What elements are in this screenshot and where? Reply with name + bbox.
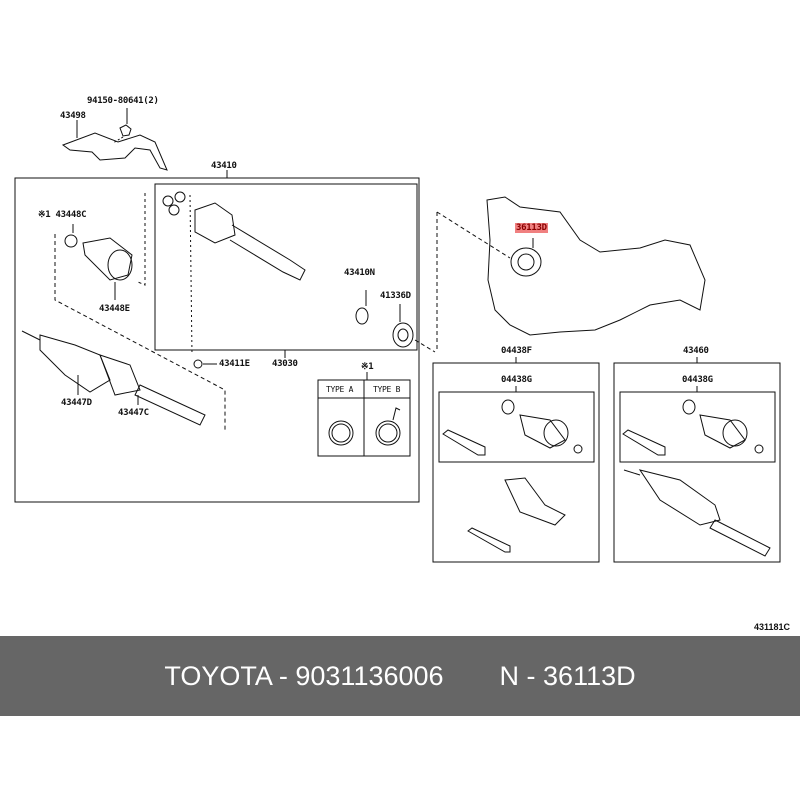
- label-shaft-set: 43460: [683, 346, 709, 356]
- boot-part: [54, 193, 226, 430]
- label-hole-snap-ring: 43411E: [219, 359, 250, 369]
- label-cover: 43498: [60, 111, 86, 121]
- figure-code: 431181C: [753, 622, 790, 632]
- parts-diagram: [14, 108, 781, 563]
- inner-joint-box: [154, 183, 418, 351]
- label-clamp-outer: 43447C: [118, 408, 149, 418]
- label-boot-kit-f: 04438F: [501, 346, 532, 356]
- footer-reference: N - 36113D: [499, 660, 636, 691]
- label-type-a: TYPE A: [326, 385, 354, 394]
- label-type-b: TYPE B: [373, 385, 401, 394]
- footer-part-number: TOYOTA - 9031136006: [164, 660, 444, 691]
- assembly-43410-box: [14, 177, 420, 503]
- kit-04438G-box-2: [619, 391, 776, 463]
- label-bolt: 94150-80641(2): [87, 96, 159, 106]
- footer-bar: TOYOTA - 9031136006 N - 36113D: [0, 636, 800, 716]
- label-snap-ring: 43410N: [344, 268, 375, 278]
- transfer-case-part: [436, 196, 706, 352]
- label-boot-kit-g2: 04438G: [682, 375, 713, 385]
- kit-04438G-box-1: [438, 391, 595, 463]
- inner-joint-part: [162, 191, 436, 369]
- cover-part: [61, 108, 168, 171]
- outer-joint-part: [21, 330, 206, 426]
- label-shaft-assembly: 43410: [211, 161, 237, 171]
- label-boot-clamp: 43448E: [99, 304, 130, 314]
- label-boot-kit-g1: 04438G: [501, 375, 532, 385]
- label-outer-joint: 43447D: [61, 398, 92, 408]
- label-highlighted-part[interactable]: 36113D: [515, 223, 548, 233]
- label-clamp-inner: ※1 43448C: [38, 210, 87, 220]
- label-oil-seal: 41336D: [380, 291, 411, 301]
- label-note-mark: ※1: [361, 362, 374, 372]
- label-inner-joint: 43030: [272, 359, 298, 369]
